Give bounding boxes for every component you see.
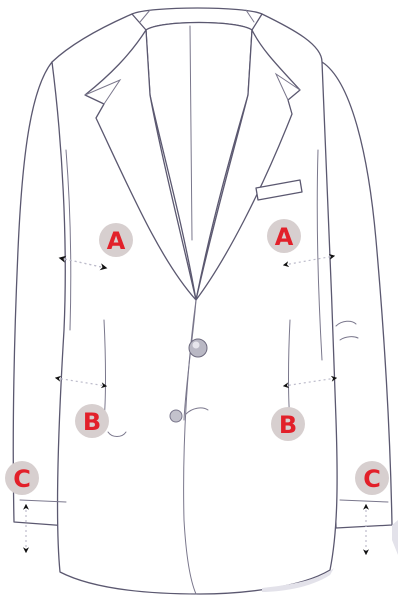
marker-c-left-label: C bbox=[13, 465, 31, 493]
marker-c-right: C bbox=[355, 461, 389, 495]
marker-c-left: C bbox=[5, 461, 39, 495]
marker-b-right: B bbox=[271, 407, 305, 441]
marker-a-left-label: A bbox=[107, 227, 126, 255]
marker-b-left: B bbox=[75, 404, 109, 438]
button-upper bbox=[189, 339, 207, 357]
marker-b-right-label: B bbox=[279, 411, 297, 439]
marker-a-right-label: A bbox=[275, 223, 294, 251]
marker-b-left-label: B bbox=[83, 408, 101, 436]
marker-a-left: A bbox=[99, 223, 133, 257]
button-lower bbox=[170, 410, 182, 422]
marker-a-right: A bbox=[267, 219, 301, 253]
marker-c-right-label: C bbox=[363, 465, 381, 493]
right-sleeve-shade bbox=[392, 520, 398, 555]
